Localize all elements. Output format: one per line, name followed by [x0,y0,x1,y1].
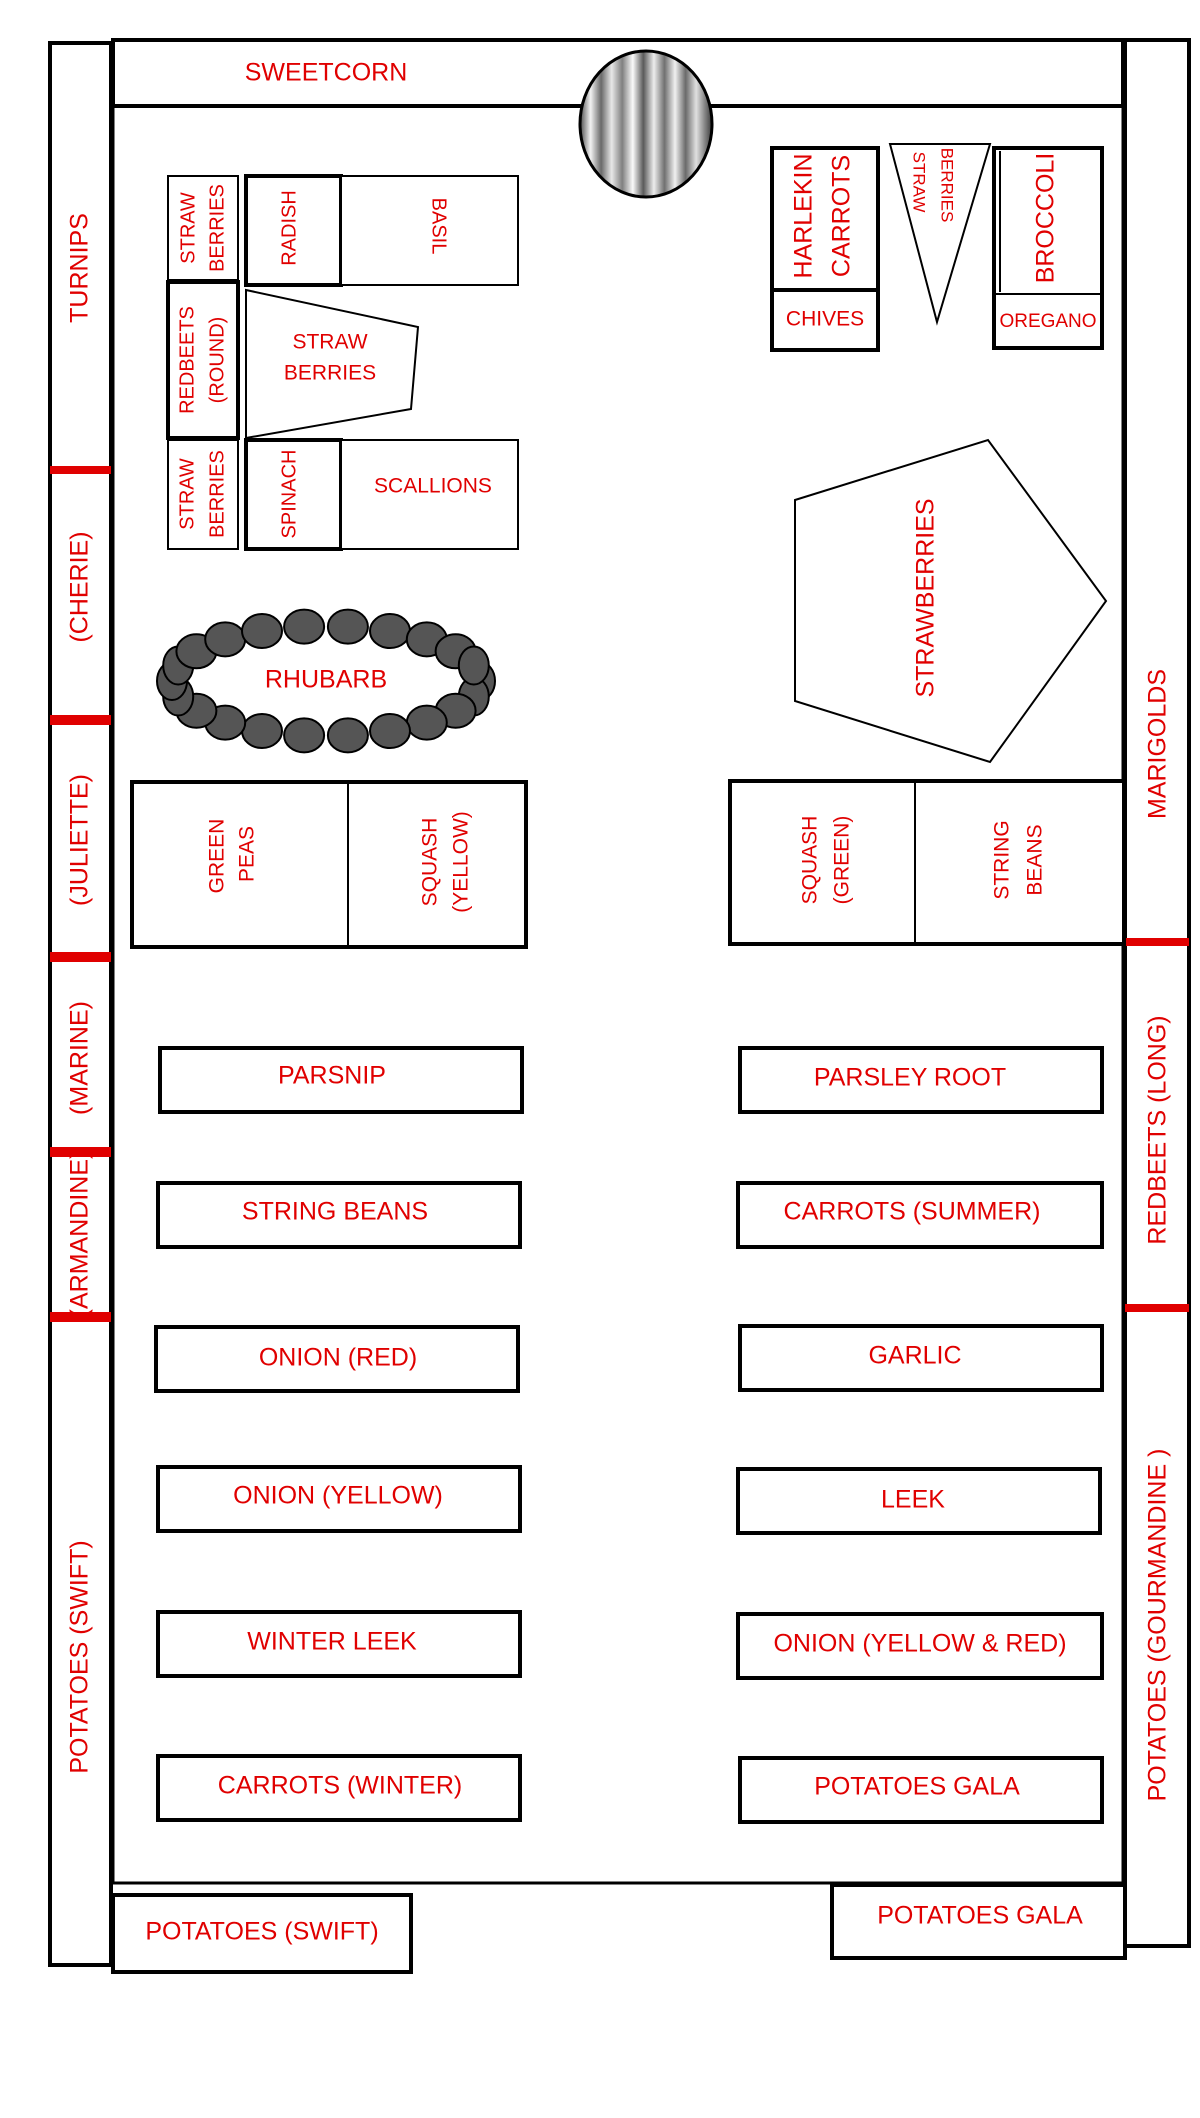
green-peas-label-2: PEAS [236,826,259,882]
left-border-bed [48,41,113,1967]
spinach-label: SPINACH [278,450,300,539]
carrots-winter-bed [156,1754,522,1822]
rhubarb-stone [326,608,369,645]
armandine-label: (ARMANDINE) [66,1151,94,1318]
potatoes-swift-bottom-bed [111,1893,413,1974]
marine-label: (MARINE) [66,1001,94,1115]
squash-green-label-1: SQUASH [799,816,822,905]
radish-bed [244,174,343,287]
rain-barrel [578,49,714,199]
potatoes-gala-bottom-bed [830,1883,1127,1960]
strawberries-mid-label-2: BERRIES [284,362,376,385]
turnips-label: TURNIPS [66,213,94,323]
green-peas-label-1: GREEN [206,819,229,894]
scallions-label: SCALLIONS [374,475,492,498]
potatoes-swift-left-label: POTATOES (SWIFT) [66,1540,94,1773]
carrots-summer-label: CARROTS (SUMMER) [784,1198,1041,1226]
harlekin-carrots-bed [770,146,880,292]
strawberries-mid-bed [245,288,420,440]
onion-red-label: ONION (RED) [259,1344,417,1372]
strawberries-low-label-2: BERRIES [206,450,228,538]
rhubarb-stone [283,717,326,754]
parsnip-label: PARSNIP [278,1062,386,1090]
scallions-bed [340,439,519,550]
parsley-root-bed [738,1046,1104,1114]
onion-yellow-red-label: ONION (YELLOW & RED) [773,1630,1066,1658]
strawberries-pentagon-bed [794,438,1108,764]
potatoes-gala-bottom-label: POTATOES GALA [877,1902,1083,1930]
strawberries-low-bed [167,439,239,550]
strawberries-top-label-2: BERRIES [206,184,228,272]
parsnip-bed [158,1046,524,1114]
potatoes-gala-row-bed [738,1756,1104,1824]
squash-green-label-2: (GREEN) [831,816,854,905]
potatoes-swift-bottom-label: POTATOES (SWIFT) [145,1918,378,1946]
rhubarb-stone [457,645,490,686]
strawberries-mid-label-1: STRAW [292,331,367,354]
garlic-bed [738,1324,1104,1392]
strawberries-low-label-1: STRAW [176,458,198,530]
potatoes-gala-row-label: POTATOES GALA [814,1773,1020,1801]
rhubarb-stone-ring [156,608,496,754]
oregano-label: OREGANO [999,311,1096,332]
chives-label: CHIVES [786,308,864,331]
leek-bed [736,1467,1102,1535]
chives-bed [770,288,880,352]
onion-yellow-red-bed [736,1612,1104,1680]
onion-yellow-bed [156,1465,522,1533]
redbeets-long-label: REDBEETS (LONG) [1144,1015,1172,1244]
squash-yellow-label-1: SQUASH [419,818,442,907]
rhubarb-stone [369,713,411,749]
strawberries-triangle-bed [888,143,992,326]
strawberries-triangle-label-1: STRAW [910,152,929,213]
rhubarb-stone [369,613,411,649]
sweetcorn-label: SWEETCORN [245,59,408,87]
marigolds-label: MARIGOLDS [1144,669,1172,819]
strawberries-top-bed [167,175,239,281]
parsley-root-label: PARSLEY ROOT [814,1064,1006,1092]
rhubarb-stone [204,621,247,658]
onion-red-bed [154,1325,520,1393]
rhubarb-stone [326,717,369,754]
harlekin-carrots-label-1: HARLEKIN [790,153,818,278]
green-peas-squash-yellow-bed [130,780,528,949]
basil-label: BASIL [428,198,450,255]
carrots-winter-label: CARROTS (WINTER) [218,1772,462,1800]
broccoli-label: BROCCOLI [1032,153,1060,284]
winter-leek-bed [156,1610,522,1678]
strawberries-triangle-label-2: BERRIES [938,148,957,223]
potatoes-gourmandine-label: POTATOES (GOURMANDINE ) [1144,1449,1172,1802]
right-border-bed [1123,38,1191,1948]
onion-yellow-label: ONION (YELLOW) [233,1482,443,1510]
spinach-bed [244,438,343,551]
redbeets-round-label-2: (ROUND) [206,317,228,404]
squash-yellow-label-2: (YELLOW) [450,811,473,913]
redbeets-round-bed [166,280,240,440]
winter-leek-label: WINTER LEEK [247,1628,417,1656]
rhubarb-stone [241,713,283,749]
rhubarb-stone [405,704,448,741]
rhubarb-stone [283,608,326,645]
string-beans-right-label-2: BEANS [1024,824,1047,895]
harlekin-carrots-label-2: CARROTS [828,155,856,277]
redbeets-round-label-1: REDBEETS [176,306,198,414]
radish-label: RADISH [278,190,300,266]
strawberries-top-label-1: STRAW [177,192,199,264]
squash-green-string-beans-bed [728,779,1126,946]
cherie-label: (CHERIE) [66,531,94,642]
rhubarb-label: RHUBARB [265,666,387,694]
broccoli-bed [992,146,1104,350]
carrots-summer-bed [736,1181,1104,1249]
rhubarb-stone [241,613,283,649]
leek-label: LEEK [881,1486,945,1514]
basil-bed [340,175,519,286]
string-beans-left-bed [156,1181,522,1249]
string-beans-left-label: STRING BEANS [242,1198,428,1226]
juliette-label: (JULIETTE) [66,774,94,906]
garlic-label: GARLIC [868,1342,961,1370]
strawberries-pentagon-label: STRAWBERRIES [912,498,940,697]
string-beans-right-label-1: STRING [991,820,1014,899]
